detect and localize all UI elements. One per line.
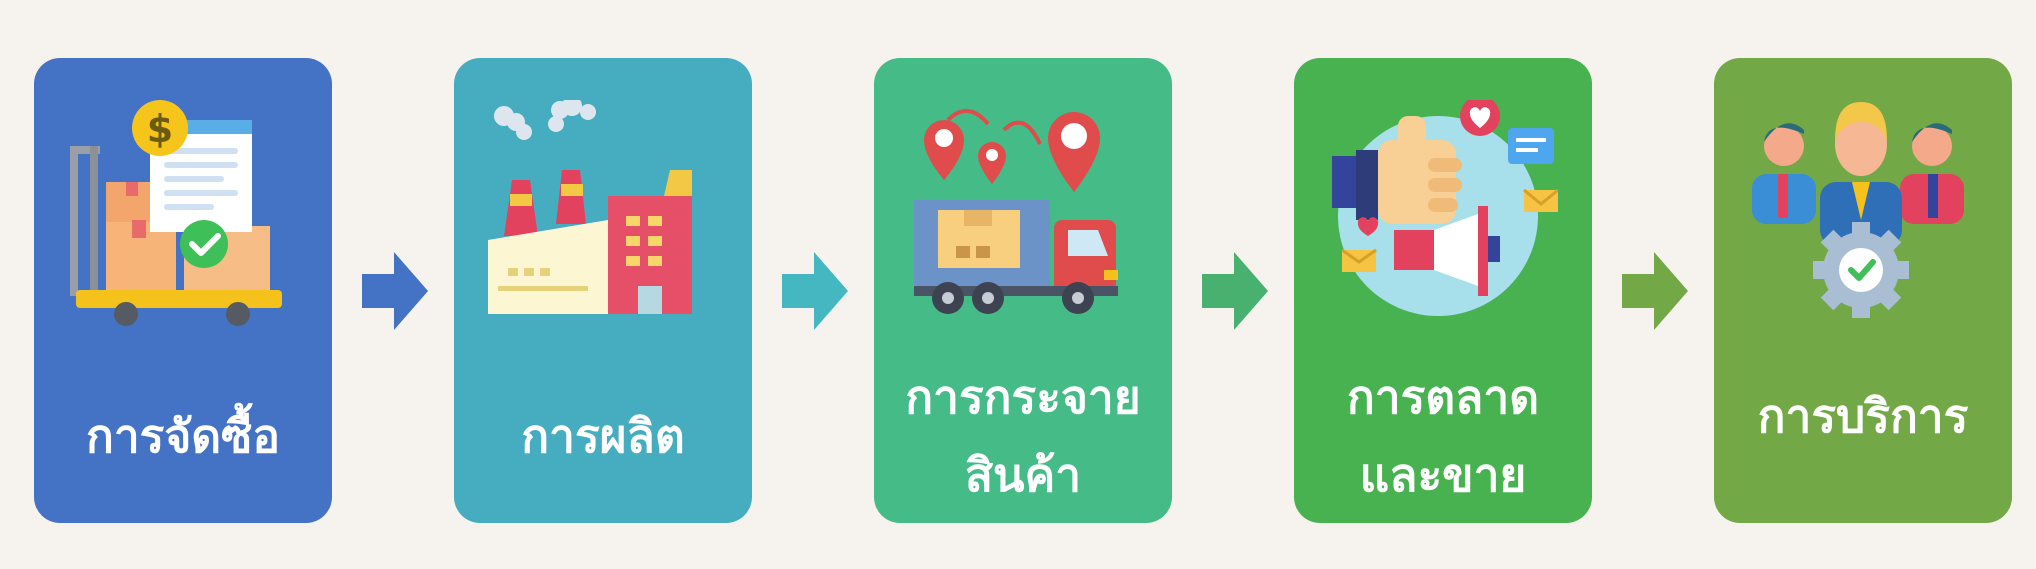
arrow-right-icon bbox=[362, 252, 428, 330]
stage-card-marketing-sales: การตลาด และขาย bbox=[1294, 58, 1592, 523]
stage-label-service: การบริการ bbox=[1714, 308, 2012, 523]
stage-label-production: การผลิต bbox=[454, 348, 752, 523]
stage-label-line: การจัดซื้อ bbox=[85, 408, 281, 463]
stage-card-distribution: การกระจาย สินค้า bbox=[874, 58, 1172, 523]
marketing-thumbs-up-icon bbox=[1328, 96, 1559, 330]
stage-label-line: การกระจาย bbox=[905, 369, 1141, 424]
stage-label-line: สินค้า bbox=[964, 447, 1082, 502]
stage-label-line: และขาย bbox=[1359, 447, 1527, 502]
stage-label-distribution: การกระจาย สินค้า bbox=[874, 348, 1172, 523]
stage-label-line: การบริการ bbox=[1757, 388, 1969, 443]
svg-text:$: $ bbox=[147, 107, 173, 151]
stage-label-line: การผลิต bbox=[521, 408, 685, 463]
stage-label-line: การตลาด bbox=[1346, 369, 1540, 424]
factory-icon bbox=[488, 96, 718, 330]
delivery-truck-icon bbox=[908, 100, 1138, 330]
arrow-right-icon bbox=[1622, 252, 1688, 330]
stage-label-procurement: การจัดซื้อ bbox=[34, 348, 332, 523]
arrow-right-icon bbox=[1202, 252, 1268, 330]
service-team-gear-icon bbox=[1748, 100, 1978, 330]
stage-card-service: การบริการ bbox=[1714, 58, 2012, 523]
stage-card-production: การผลิต bbox=[454, 58, 752, 523]
procurement-cart-icon: $ bbox=[68, 100, 298, 330]
stage-label-marketing-sales: การตลาด และขาย bbox=[1294, 348, 1592, 523]
arrow-right-icon bbox=[782, 252, 848, 330]
stage-card-procurement: $ การจัดซื้อ bbox=[34, 58, 332, 523]
